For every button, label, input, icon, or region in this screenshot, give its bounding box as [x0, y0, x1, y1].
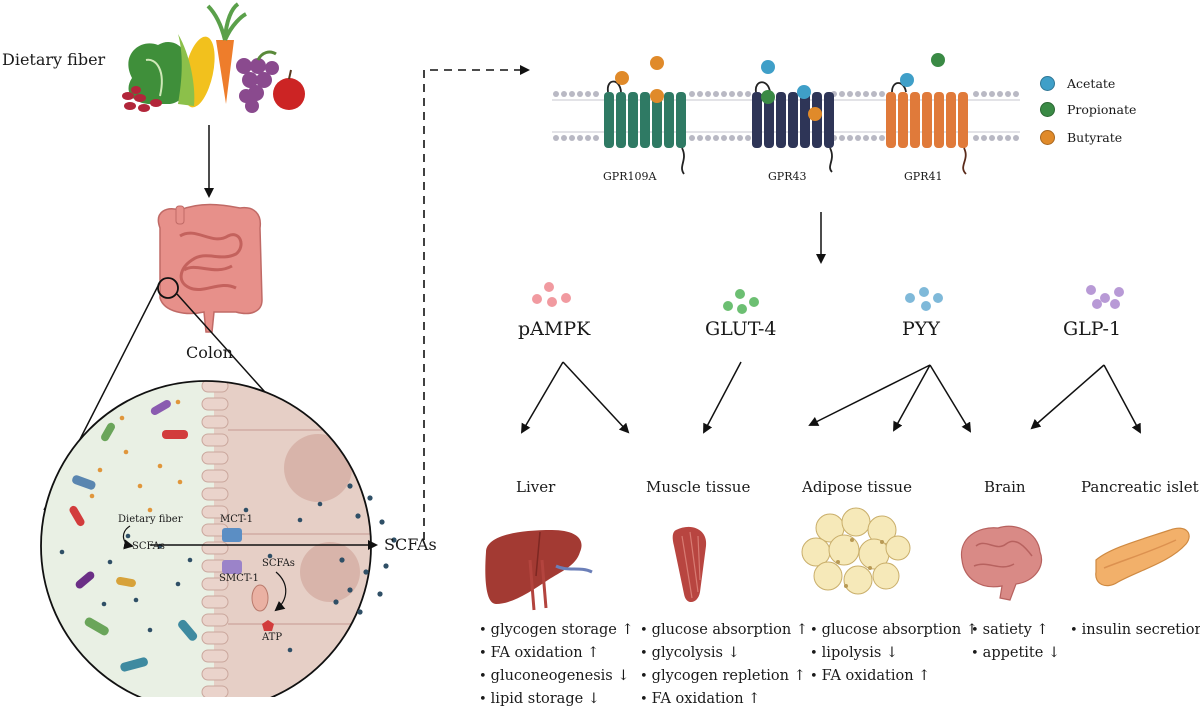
effect-item: glycogen storage ↑: [479, 619, 634, 642]
mediator-glp1: GLP-1: [1063, 318, 1122, 340]
scfa-cloud: [333, 483, 397, 615]
smct1-label: SMCT-1: [219, 573, 259, 584]
receptor-gpr43: [752, 60, 834, 173]
effect-item: lipolysis ↓: [810, 642, 978, 665]
tissue-pancreatic-islet: Pancreatic islet: [1081, 478, 1199, 496]
inset-scfas2-label: SCFAs: [262, 558, 295, 569]
colon-illustration: [157, 203, 263, 333]
scfas-label: SCFAs: [384, 535, 437, 554]
effect-item: glycolysis ↓: [640, 642, 808, 665]
mediator-glut4: GLUT-4: [705, 318, 777, 340]
effects-adipose: glucose absorption ↑ lipolysis ↓ FA oxid…: [810, 619, 978, 688]
effects-liver: glycogen storage ↑ FA oxidation ↑ glucon…: [479, 619, 634, 711]
colon-label: Colon: [186, 343, 233, 362]
effects-muscle: glucose absorption ↑ glycolysis ↓ glycog…: [640, 619, 808, 711]
effect-item: glucose absorption ↑: [810, 619, 978, 642]
legend-swatch: [1040, 76, 1055, 91]
receptor-gpr41: [886, 53, 968, 175]
pampk-molecules: [532, 282, 571, 307]
legend-item-acetate: Acetate: [1040, 76, 1115, 91]
tissue-brain: Brain: [984, 478, 1026, 496]
legend-label: Propionate: [1067, 102, 1137, 117]
effect-item: insulin secretion ↑: [1070, 619, 1200, 642]
effects-brain: satiety ↑ appetite ↓: [971, 619, 1060, 665]
dashed-connector: [423, 65, 530, 540]
receptor-label-gpr109a: GPR109A: [603, 170, 657, 183]
pancreas-illustration: [1095, 527, 1190, 587]
effect-item: FA oxidation ↑: [479, 642, 634, 665]
effect-item: glycogen repletion ↑: [640, 665, 808, 688]
dietary-fiber-label: Dietary fiber: [2, 50, 106, 69]
legend-label: Acetate: [1067, 76, 1116, 91]
tissue-muscle: Muscle tissue: [646, 478, 751, 496]
adipose-illustration: [801, 507, 911, 595]
effect-item: appetite ↓: [971, 642, 1060, 665]
mediator-pyy: PYY: [902, 318, 940, 340]
receptor-label-gpr43: GPR43: [768, 170, 807, 183]
atp-label: ATP: [262, 632, 283, 643]
liver-illustration: [485, 530, 593, 611]
glut4-molecules: [723, 289, 759, 314]
muscle-illustration: [672, 526, 707, 603]
tissue-adipose: Adipose tissue: [802, 478, 912, 496]
effect-item: FA oxidation ↑: [810, 665, 978, 688]
glp1-molecules: [1086, 285, 1124, 309]
legend-swatch: [1040, 102, 1055, 117]
legend-item-butyrate: Butyrate: [1040, 130, 1122, 145]
legend-swatch: [1040, 130, 1055, 145]
inset-dietary-fiber-label: Dietary fiber: [118, 514, 183, 525]
effect-item: lipid storage ↓: [479, 688, 634, 711]
inset-scfas-label: SCFAs: [132, 541, 165, 552]
receptor-gpr109a: [604, 56, 686, 175]
mct1-label: MCT-1: [220, 514, 254, 525]
cell-membrane: [552, 91, 1020, 141]
pyy-molecules: [905, 287, 943, 311]
effect-item: FA oxidation ↑: [640, 688, 808, 711]
effect-item: gluconeogenesis ↓: [479, 665, 634, 688]
colon-inset: [41, 381, 371, 697]
effects-pancreatic-islet: insulin secretion ↑: [1070, 619, 1200, 642]
effect-item: satiety ↑: [971, 619, 1060, 642]
effect-item: glucose absorption ↑: [640, 619, 808, 642]
legend-item-propionate: Propionate: [1040, 102, 1136, 117]
receptor-label-gpr41: GPR41: [904, 170, 943, 183]
mediator-pampk: pAMPK: [518, 318, 591, 340]
tissue-liver: Liver: [516, 478, 556, 496]
brain-illustration: [960, 525, 1043, 601]
food-illustration: [122, 2, 305, 113]
legend-label: Butyrate: [1067, 130, 1123, 145]
arrows-mediators-to-tissues: [520, 361, 1141, 434]
